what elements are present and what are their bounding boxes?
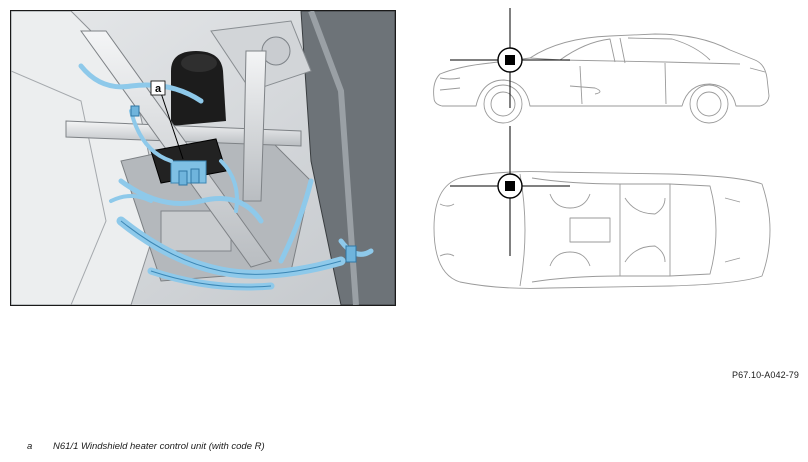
callout-label: a [155,83,162,95]
legend: a N61/1 Windshield heater control unit (w… [27,441,265,452]
figure-reference-code: P67.10-A042-79 [732,370,799,380]
vehicle-location-diagram [420,8,808,304]
side-view-outline [433,33,770,124]
legend-key: a [27,441,33,452]
engine-bay-illustration: a [10,10,396,306]
engine-bay-drawing: a [11,11,395,305]
legend-text: N61/1 Windshield heater control unit (wi… [53,441,265,452]
top-view-outline [433,171,771,289]
vehicle-outline-drawing [433,8,771,289]
callout-box [150,80,166,96]
location-marker-side [450,8,570,108]
location-marker-top [450,126,570,256]
callout-leader-line [160,92,184,160]
